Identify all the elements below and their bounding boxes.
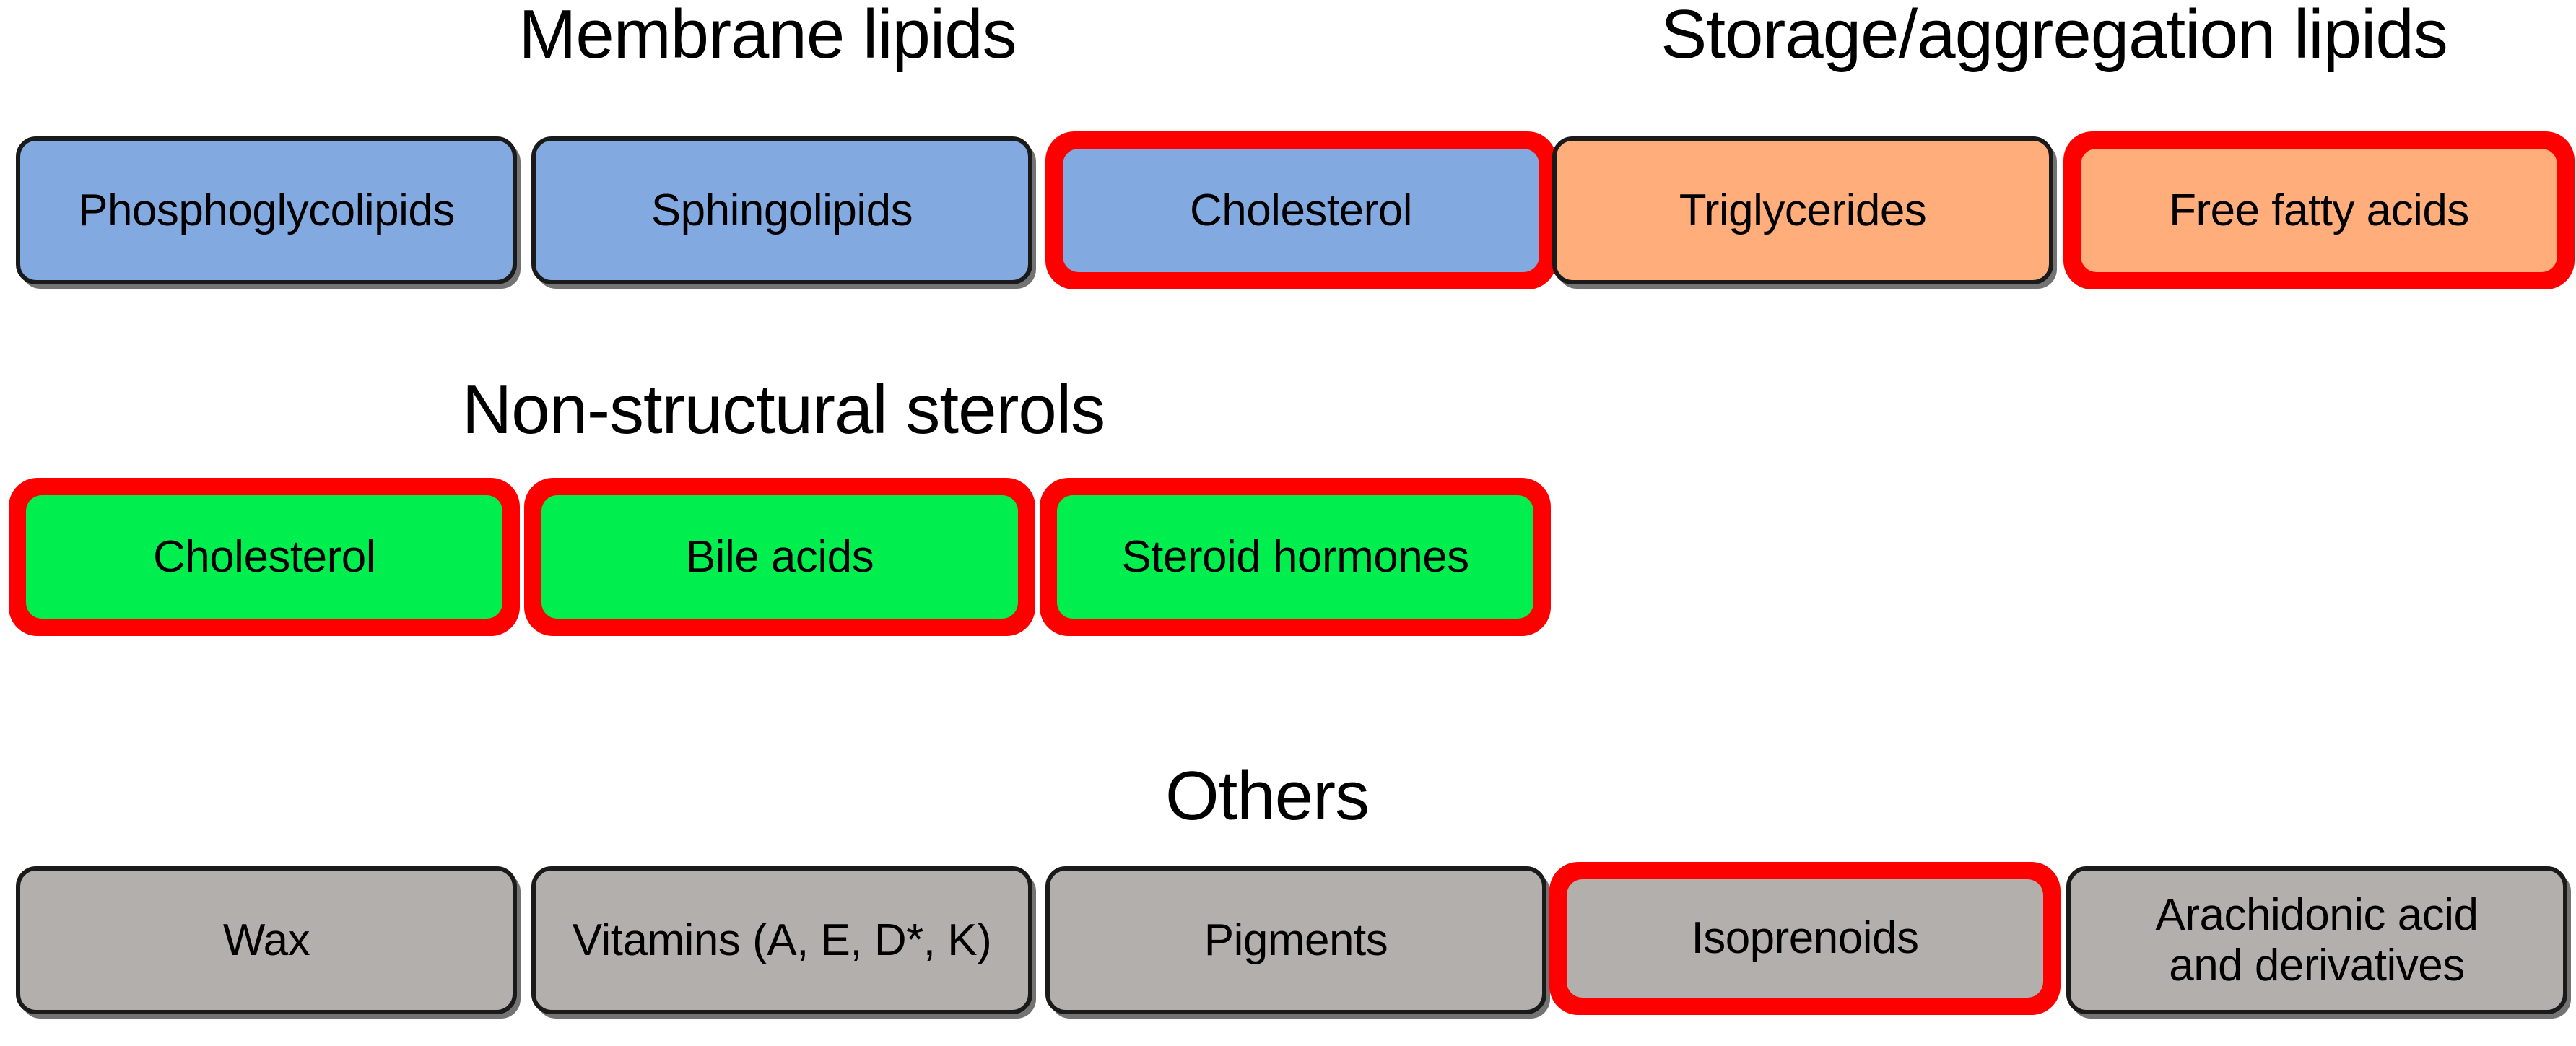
group-title-others: Others <box>1165 757 1370 834</box>
node-phosphoglycolipids[interactable]: Phosphoglycolipids <box>16 136 517 284</box>
group-title-non-structural-sterols: Non-structural sterols <box>461 371 1105 448</box>
node-bile-acids[interactable]: Bile acids <box>541 495 1018 619</box>
group-title-storage-aggregation-lipids: Storage/aggregation lipids <box>1661 0 2447 73</box>
group-title-membrane-lipids: Membrane lipids <box>518 0 1017 73</box>
node-sphingolipids[interactable]: Sphingolipids <box>531 136 1032 284</box>
node-triglycerides[interactable]: Triglycerides <box>1552 136 2053 284</box>
node-cholesterol[interactable]: Cholesterol <box>26 495 502 619</box>
node-wax[interactable]: Wax <box>16 866 517 1014</box>
node-cholesterol[interactable]: Cholesterol <box>1063 149 1539 272</box>
node-steroid-hormones[interactable]: Steroid hormones <box>1057 495 1533 619</box>
node-vitamins-a-e-d-k[interactable]: Vitamins (A, E, D*, K) <box>531 866 1032 1014</box>
node-pigments[interactable]: Pigments <box>1045 866 1546 1014</box>
node-isoprenoids[interactable]: Isoprenoids <box>1567 879 2043 998</box>
node-arachidonic-acid-and-derivatives[interactable]: Arachidonic acid and derivatives <box>2066 866 2567 1014</box>
node-free-fatty-acids[interactable]: Free fatty acids <box>2081 149 2557 272</box>
